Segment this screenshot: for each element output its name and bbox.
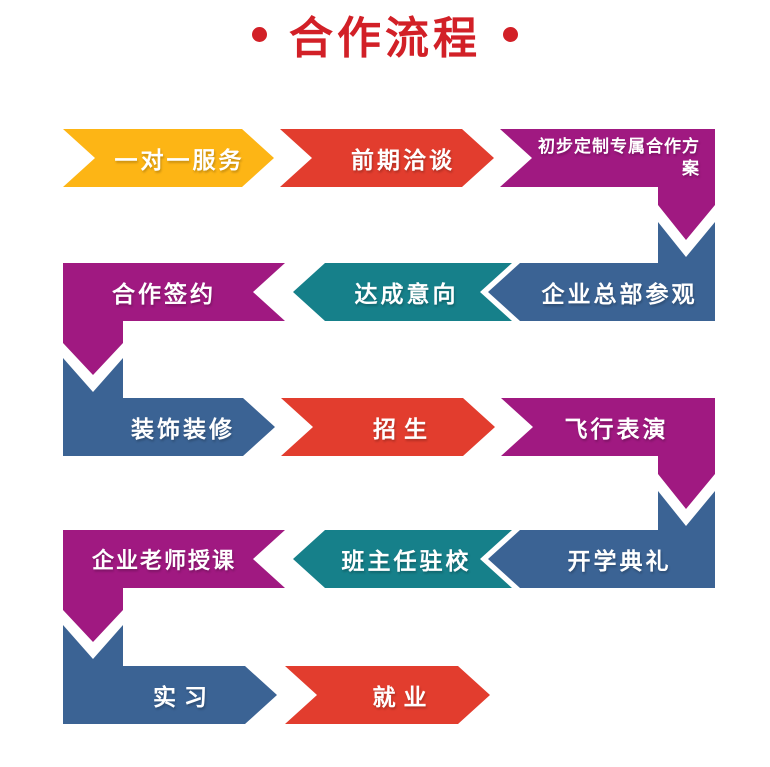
step-head-teacher-on-campus: 班主任驻校 [293, 530, 512, 588]
step-label: 实习 [153, 685, 215, 711]
step-label: 初步定制专属合作方案 [538, 137, 700, 179]
step-sign-contract: 合作签约 [63, 263, 285, 375]
step-preliminary-talks: 前期洽谈 [280, 129, 494, 187]
step-label: 企业总部参观 [541, 282, 698, 308]
step-label: 前期洽谈 [351, 148, 455, 174]
step-reach-agreement: 达成意向 [293, 263, 512, 321]
step-custom-cooperation-plan: 初步定制专属合作方案 [500, 129, 715, 240]
title-bullet-right-icon [503, 26, 518, 42]
step-label: 企业老师授课 [91, 549, 236, 574]
step-label: 达成意向 [354, 282, 459, 308]
step-flight-show: 飞行表演 [501, 398, 715, 509]
step-opening-ceremony: 开学典礼 [488, 491, 715, 588]
step-employment: 就业 [285, 666, 490, 724]
title-bullet-left-icon [252, 26, 267, 42]
step-label: 合作签约 [112, 282, 216, 308]
step-label: 班主任驻校 [341, 549, 472, 575]
step-label: 飞行表演 [564, 417, 669, 443]
step-one-on-one-service: 一对一服务 [63, 129, 274, 187]
step-company-teachers: 企业老师授课 [63, 530, 285, 642]
step-enrollment: 招生 [281, 398, 495, 456]
step-label: 开学典礼 [567, 549, 672, 575]
step-internship: 实习 [63, 625, 277, 724]
step-label: 就业 [372, 685, 435, 711]
page-title: 合作流程 [0, 6, 770, 64]
page-title-text: 合作流程 [289, 13, 481, 64]
step-label: 招生 [373, 417, 435, 443]
step-label: 装饰装修 [131, 417, 235, 443]
step-hq-visit: 企业总部参观 [488, 222, 715, 321]
step-label: 一对一服务 [114, 148, 245, 174]
